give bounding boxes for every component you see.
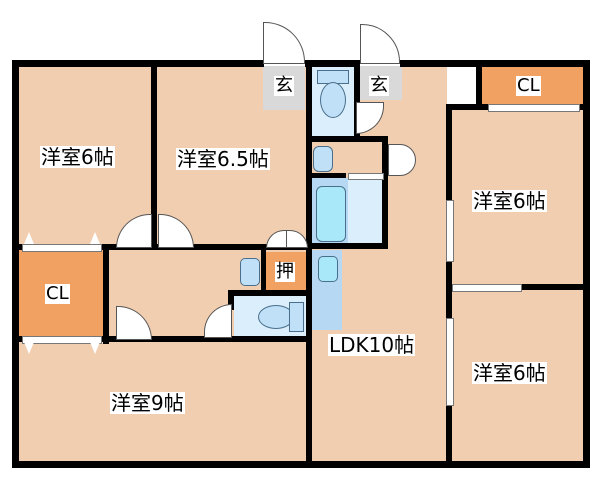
cl-west-door-bottom[interactable]	[22, 336, 102, 344]
wall-center-vertical	[306, 60, 312, 468]
room-label-bedroom-sw: 洋室9帖	[110, 391, 185, 415]
wall-bath-bottom	[306, 243, 388, 249]
closet-label-west: CL	[45, 283, 70, 304]
genkan-label-right: 玄	[369, 75, 389, 96]
entrance-door-left[interactable]	[263, 22, 305, 64]
wall-bath-top	[306, 173, 346, 178]
entrance-door-right[interactable]	[360, 24, 400, 64]
wall-oshiire-left	[261, 244, 266, 294]
room-label-bedroom-nw: 洋室6帖	[40, 145, 115, 169]
closet-arrow-icon	[24, 232, 34, 244]
room-label-bedroom-se: 洋室6帖	[472, 361, 547, 385]
room-label-bedroom-ne: 洋室6帖	[472, 189, 547, 213]
wall-ldk-east	[446, 104, 452, 464]
outer-wall-top-mid	[305, 60, 360, 67]
outer-wall-bottom	[12, 461, 590, 468]
room-label-ldk: LDK10帖	[328, 333, 416, 357]
oshiire-label: 押	[275, 261, 295, 282]
bathtub	[316, 186, 346, 242]
ne-room-sliding-door[interactable]	[446, 200, 454, 262]
room-label-bedroom-n: 洋室6.5帖	[176, 147, 270, 171]
washroom-door[interactable]	[388, 144, 416, 176]
closet-arrow-icon	[90, 232, 100, 244]
genkan-label-left: 玄	[274, 75, 294, 96]
toilet-north-bowl	[320, 82, 346, 118]
wall-ne-se	[520, 284, 586, 290]
wall-nw-n	[151, 60, 157, 250]
outer-wall-top-left	[12, 60, 264, 67]
wall-cl-east	[476, 60, 482, 110]
outer-wall-right	[583, 60, 590, 468]
toilet-south-tank	[289, 302, 304, 332]
wall-cl-west-right	[103, 244, 109, 344]
cl-west-door-top[interactable]	[22, 244, 102, 252]
wall-hall-bottom	[12, 336, 312, 342]
kitchen-sink	[318, 256, 338, 282]
sink-washroom	[313, 146, 333, 172]
outer-wall-left	[12, 60, 19, 468]
wall-washroom-top	[306, 136, 388, 142]
closet-arrow-icon	[24, 342, 34, 354]
closet-label-east: CL	[516, 75, 541, 96]
wall-toilet-south-top	[228, 290, 312, 296]
outer-wall-top-right	[400, 60, 590, 67]
se-room-sliding-door[interactable]	[446, 318, 454, 406]
hall-sink	[240, 258, 260, 286]
wall-washroom-right	[382, 136, 388, 246]
wall-toilet-north-right	[354, 60, 360, 136]
wall-toilet-south-left	[228, 290, 234, 310]
closet-east-sliding-door[interactable]	[488, 104, 580, 112]
closet-arrow-icon	[90, 342, 100, 354]
ne-se-sliding-door[interactable]	[452, 284, 522, 292]
bath-door[interactable]	[348, 173, 384, 180]
